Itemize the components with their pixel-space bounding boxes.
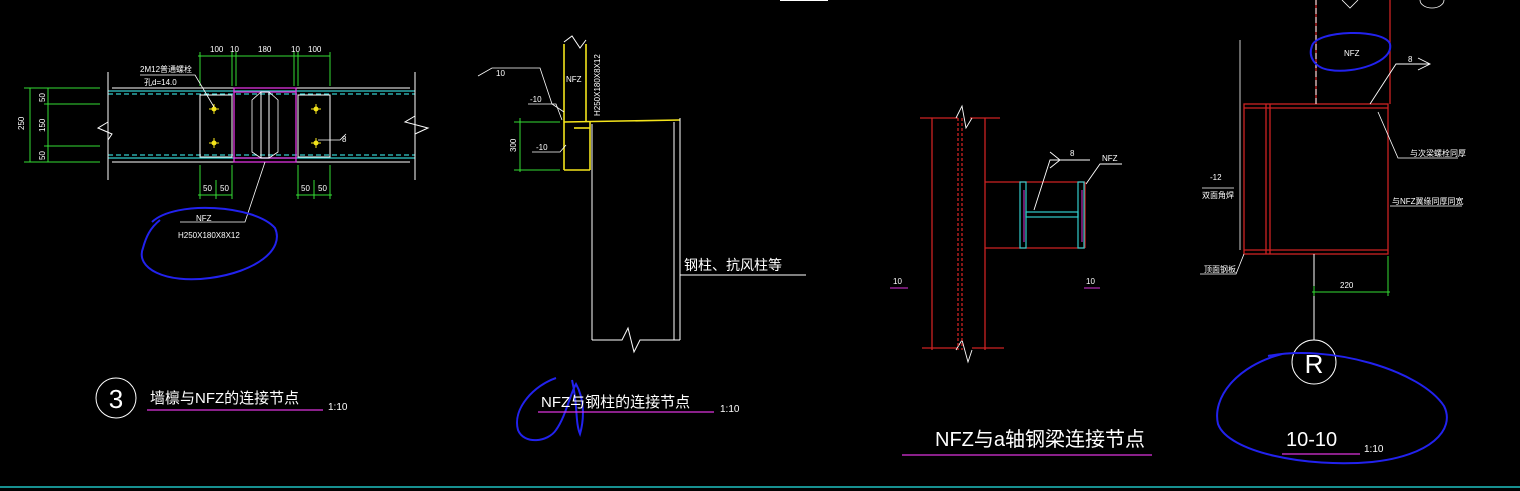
height-dimension	[514, 118, 560, 172]
plate-low-label: -10	[536, 143, 548, 152]
callout-number: 3	[109, 384, 123, 414]
detail-1-title: 墙檩与NFZ的连接节点	[150, 389, 299, 407]
width-dimension	[1312, 256, 1390, 296]
bolt-1	[209, 104, 219, 114]
dim-bottom-left-1: 50	[203, 184, 212, 193]
note-3: 顶面钢板	[1204, 264, 1236, 274]
bolt-3	[311, 104, 321, 114]
detail-4-section-10-10: NFZ 8 与次梁螺栓同厚 与NFZ翼缘同厚同宽 -12 双面角焊 顶面钢板 2…	[1200, 0, 1466, 465]
detail-2-nfz-column: NFZ H250X180X8X12 10 -10 -10 300 钢柱、抗风柱等…	[477, 35, 806, 442]
top-dimension-chain	[198, 52, 331, 86]
dim-top-2: 10	[230, 45, 239, 54]
weld-symbol	[1369, 57, 1432, 105]
markup-circle-nfz	[1309, 31, 1392, 72]
markup-circle-1	[140, 206, 278, 281]
plate-leader-top	[477, 67, 565, 113]
detail-3-title: NFZ与a轴钢梁连接节点	[935, 428, 1145, 451]
stiffener-right-label: 10	[1086, 277, 1095, 286]
nfz-label: NFZ	[196, 214, 212, 223]
section-mark-circle	[1291, 339, 1337, 385]
dim-width-label: 220	[1340, 281, 1354, 290]
plate-top-label: 10	[496, 69, 505, 78]
break-bottom	[592, 326, 680, 354]
bolts	[209, 104, 321, 148]
note-2: 与NFZ翼缘同厚同宽	[1392, 196, 1464, 206]
weld-symbol	[318, 133, 347, 141]
markup-circle-2	[516, 377, 584, 442]
dim-height-label: 300	[509, 138, 518, 152]
hole-label: 孔d=14.0	[144, 78, 177, 87]
dim-left-2: 150	[38, 118, 47, 132]
note-3-leader	[1200, 253, 1245, 275]
web-fillets	[251, 91, 279, 159]
nfz-label: NFZ	[1344, 49, 1360, 58]
nfz-label: NFZ	[1102, 154, 1118, 163]
nfz-label: NFZ	[566, 75, 582, 84]
dim-top-5: 100	[308, 45, 322, 54]
plate-note: 双面角焊	[1202, 190, 1234, 200]
bolt-4	[311, 138, 321, 148]
dim-left-1: 50	[38, 93, 47, 102]
weld-symbol	[1033, 151, 1090, 211]
detail-4-scale: 1:10	[1364, 444, 1384, 455]
plate-leader-mid	[528, 103, 563, 121]
stiffener-left-label: 10	[893, 277, 902, 286]
detail-2-title: NFZ与钢柱的连接节点	[541, 394, 690, 411]
note-1-leader	[1377, 111, 1458, 159]
bolt-label: 2M12普通螺栓	[140, 64, 192, 74]
break-top	[563, 35, 587, 49]
bottom-dimension-chain	[198, 165, 332, 199]
break-symbol-right	[403, 115, 430, 135]
callout-circle	[95, 377, 137, 419]
dim-top-3: 180	[258, 45, 272, 54]
note-1: 与次梁螺栓同厚	[1410, 148, 1466, 158]
nfz-size-label: H250X180X8X12	[593, 54, 602, 116]
detail-2-scale: 1:10	[720, 404, 740, 415]
main-beam-red	[920, 104, 1086, 364]
break-mark-top	[1341, 0, 1359, 9]
bolt-leader	[140, 74, 215, 108]
plate-leader-low	[532, 144, 567, 153]
section-mark-letter: R	[1305, 349, 1324, 379]
plate-mid-label: -10	[530, 95, 542, 104]
detail-1-scale: 1:10	[328, 402, 348, 413]
nfz-section-yellow	[563, 44, 681, 171]
dim-total: 250	[17, 116, 26, 130]
markup-circle-section	[1216, 352, 1448, 465]
detail-4-title: 10-10	[1286, 429, 1337, 451]
weld-size-label: 8	[1070, 149, 1075, 158]
connection-plate-right	[297, 94, 331, 158]
steel-column	[591, 118, 681, 354]
partial-circle-top	[1419, 0, 1445, 9]
nfz-size-label: H250X180X8X12	[178, 231, 240, 240]
weld-size-label: 8	[342, 135, 347, 144]
dim-left-3: 50	[38, 151, 47, 160]
dim-top-1: 100	[210, 45, 224, 54]
nfz-leader	[180, 161, 266, 223]
left-dimension-chain	[24, 87, 100, 163]
nfz-section-cyan	[1019, 181, 1085, 249]
dim-bottom-right-1: 50	[301, 184, 310, 193]
nfz-leader	[1085, 163, 1122, 185]
detail-1-purlin-nfz: 250 50 150 50 100 10 180 10 100	[17, 45, 430, 419]
dim-bottom-right-2: 50	[318, 184, 327, 193]
weld-size-label: 8	[1408, 55, 1413, 64]
plate-label: -12	[1210, 173, 1222, 182]
dim-bottom-left-2: 50	[220, 184, 229, 193]
connection-plate-left	[199, 94, 233, 158]
nfz-web	[260, 91, 270, 159]
break-bottom	[955, 338, 973, 364]
bolt-2	[209, 138, 219, 148]
break-top	[955, 104, 973, 130]
break-symbol-left	[96, 121, 113, 141]
detail-3-nfz-a-axis-beam: 8 NFZ 10 10 NFZ与a轴钢梁连接节点	[890, 104, 1152, 456]
dim-top-4: 10	[291, 45, 300, 54]
column-label: 钢柱、抗风柱等	[684, 257, 782, 273]
